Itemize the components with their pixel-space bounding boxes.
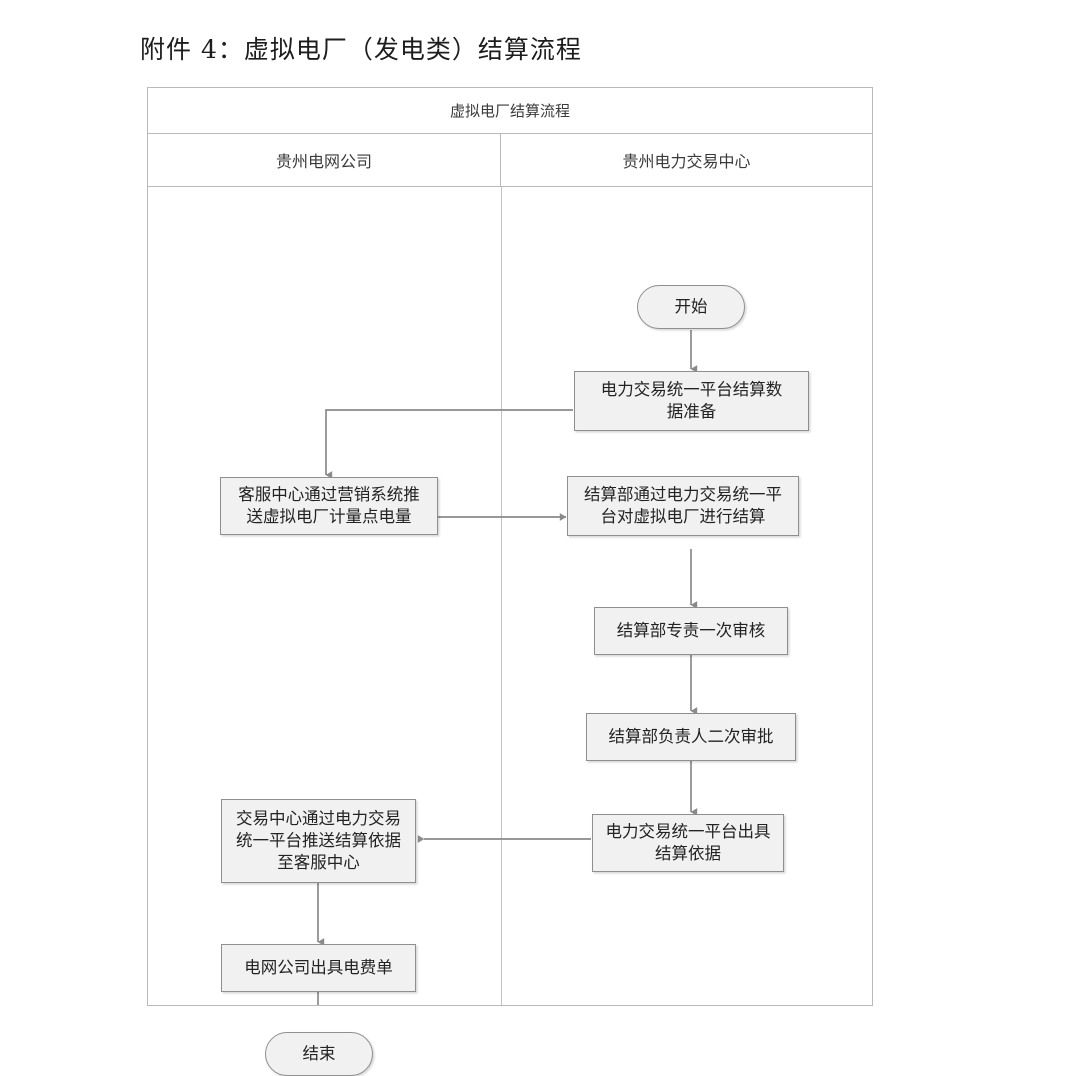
node-issue-bill-label: 电网公司出具电费单: [244, 957, 393, 977]
node-push-basis-label: 交易中心通过电力交易 统一平台推送结算依据 至客服中心: [236, 808, 401, 873]
flowchart-header-title: 虚拟电厂结算流程: [148, 88, 872, 134]
node-second-approval-label: 结算部负责人二次审批: [608, 726, 774, 746]
node-end-label: 结束: [302, 1043, 336, 1063]
edge-data-prep-to-push-metering: [325, 409, 573, 479]
node-data-prep[interactable]: 电力交易统一平台结算数 据准备: [574, 371, 809, 431]
node-end[interactable]: 结束: [265, 1032, 373, 1076]
node-settlement-label: 结算部通过电力交易统一平 台对虚拟电厂进行结算: [584, 484, 782, 526]
node-start-label: 开始: [674, 296, 708, 316]
page-title: 附件 4：虚拟电厂（发电类）结算流程: [140, 35, 582, 64]
lane-header-trading-center: 贵州电力交易中心: [622, 152, 751, 171]
flowchart-canvas: 开始 电力交易统一平台结算数 据准备 客服中心通过营销系统推 送虚拟电厂计量点电…: [148, 187, 872, 1076]
lane-header-grid-company: 贵州电网公司: [148, 134, 501, 186]
node-settlement[interactable]: 结算部通过电力交易统一平 台对虚拟电厂进行结算: [567, 476, 799, 536]
node-start[interactable]: 开始: [637, 285, 745, 329]
node-second-approval[interactable]: 结算部负责人二次审批: [586, 713, 796, 761]
node-issue-bill[interactable]: 电网公司出具电费单: [221, 944, 416, 992]
flowchart-connectors: [317, 330, 698, 1005]
node-push-basis[interactable]: 交易中心通过电力交易 统一平台推送结算依据 至客服中心: [221, 799, 416, 883]
flowchart-swimlane-table: 虚拟电厂结算流程 贵州电网公司 贵州电力交易中心: [147, 87, 873, 1076]
node-first-review[interactable]: 结算部专责一次审核: [594, 607, 788, 655]
node-push-metering-label: 客服中心通过营销系统推 送虚拟电厂计量点电量: [238, 484, 420, 526]
lane-body: 开始 电力交易统一平台结算数 据准备 客服中心通过营销系统推 送虚拟电厂计量点电…: [148, 187, 872, 1076]
lane-header-row: 贵州电网公司 贵州电力交易中心: [148, 134, 872, 187]
node-data-prep-label: 电力交易统一平台结算数 据准备: [600, 379, 783, 421]
node-push-metering[interactable]: 客服中心通过营销系统推 送虚拟电厂计量点电量: [220, 477, 438, 535]
node-issue-basis-label: 电力交易统一平台出具 结算依据: [605, 821, 771, 863]
node-issue-basis[interactable]: 电力交易统一平台出具 结算依据: [592, 814, 784, 872]
node-first-review-label: 结算部专责一次审核: [616, 620, 766, 640]
lane-divider: [501, 187, 502, 1005]
